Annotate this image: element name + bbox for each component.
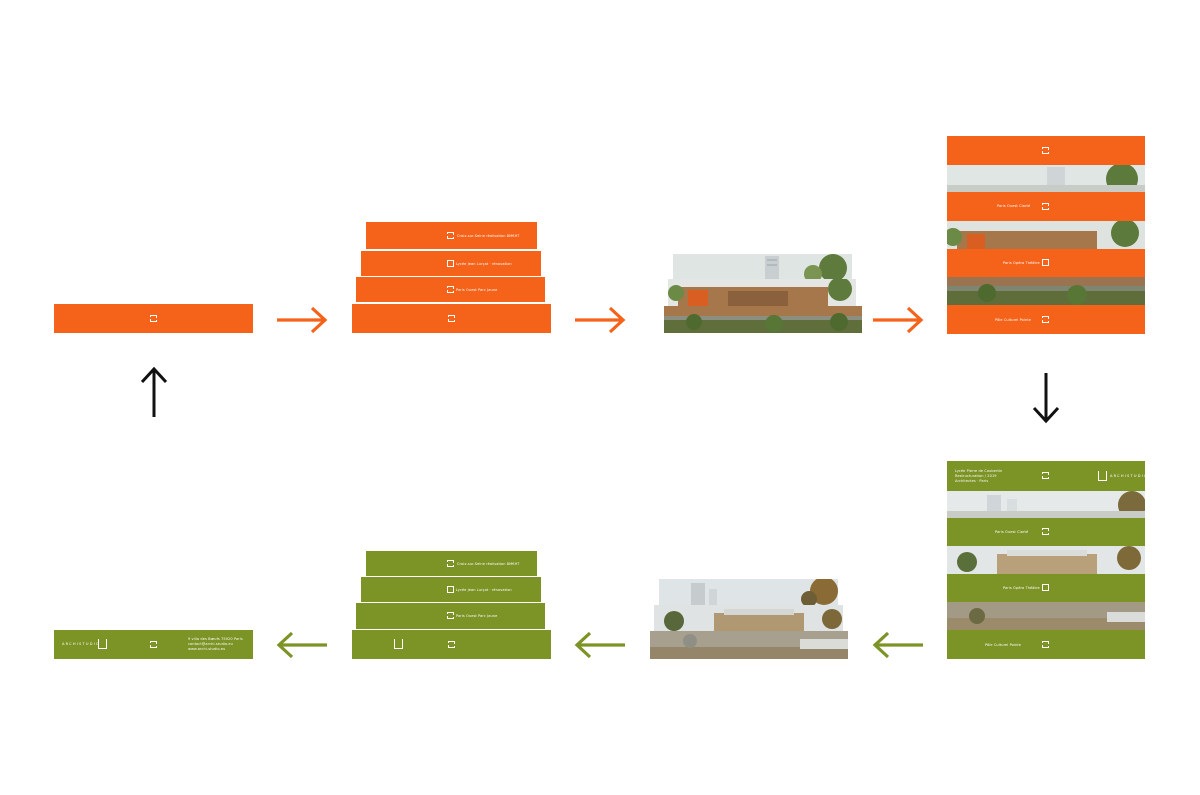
strip-caption: Paris Ouest Parc Jaune xyxy=(456,288,498,292)
studio-logo-icon xyxy=(1041,147,1050,154)
strip-caption: Paris Opéra Théâtre xyxy=(1003,586,1040,590)
photo-strip-2 xyxy=(668,279,856,306)
stage-1-orange-strip xyxy=(54,304,253,333)
studio-logo-icon xyxy=(1042,259,1049,266)
address-line: contact@archi-studio.eu xyxy=(188,642,233,646)
arrow-right-icon xyxy=(873,306,924,334)
strip-caption: Lycée Jean Lurçat · rénovation xyxy=(456,262,512,266)
info-line: Restructuration / 2019 xyxy=(955,474,997,478)
studio-logo-icon xyxy=(1041,316,1050,323)
poster-photo-2 xyxy=(947,221,1145,249)
arrow-left-icon xyxy=(276,631,327,659)
studio-logo-icon xyxy=(446,232,455,239)
photo-strip-2 xyxy=(654,605,843,631)
address-line: 9 villa des Bœufs 75020 Paris xyxy=(188,637,243,641)
brand-name: ARCHISTUDIO xyxy=(1110,474,1149,478)
strip-caption: Pôle Culturel Pointe xyxy=(995,318,1032,322)
stack-strip-2: Lycée Jean Lurçat · rénovation xyxy=(361,577,541,602)
poster-photo-3 xyxy=(947,277,1145,305)
studio-logo-icon xyxy=(447,260,454,267)
strip-caption: Croix-sur-Seine réalisation 8M€HT xyxy=(457,234,520,238)
info-line: Lycée Pierre de Coubertin xyxy=(955,469,1003,473)
strip-caption: Paris Ouest Clarté xyxy=(997,204,1031,208)
stack-strip-1: Croix-sur-Seine réalisation 8M€HT xyxy=(366,551,537,576)
strip-caption: Pôle Culturel Pointe xyxy=(985,643,1022,647)
studio-logo-icon xyxy=(447,641,456,648)
poster-photo-1 xyxy=(947,165,1145,192)
stack-strip-4 xyxy=(352,630,551,659)
arrow-left-icon xyxy=(872,631,923,659)
strip-caption: Paris Opéra Théâtre xyxy=(1003,261,1040,265)
poster-strip-4: Pôle Culturel Pointe xyxy=(947,630,1145,659)
poster-strip-1 xyxy=(947,136,1145,165)
studio-logo-icon xyxy=(149,641,158,648)
poster-photo-1 xyxy=(947,491,1145,518)
poster-strip-3: Paris Opéra Théâtre xyxy=(947,574,1145,602)
stack-strip-4 xyxy=(352,304,551,333)
poster-strip-1: Lycée Pierre de Coubertin Restructuratio… xyxy=(947,461,1149,491)
poster-strip-2: Paris Ouest Clarté xyxy=(947,192,1145,221)
address-line: www.archi-studio.eu xyxy=(188,647,226,651)
poster-photo-3 xyxy=(947,602,1145,630)
studio-logo-icon xyxy=(149,315,158,322)
studio-logo-icon xyxy=(1041,472,1050,479)
poster-strip-4: Pôle Culturel Pointe xyxy=(947,305,1145,334)
studio-logo-icon xyxy=(1041,528,1050,535)
studio-logo-icon xyxy=(1041,641,1050,648)
photo-strip-3 xyxy=(664,306,862,333)
photo-strip-1 xyxy=(659,579,838,605)
arrow-up-icon xyxy=(140,366,168,417)
stage-8-green-strip: ARCHISTUDIO 9 villa des Bœufs 75020 Pari… xyxy=(54,630,253,659)
arrow-right-icon xyxy=(575,306,626,334)
studio-logo-icon xyxy=(447,315,456,322)
strip-caption: Lycée Jean Lurçat · rénovation xyxy=(456,588,512,592)
stack-strip-3: Paris Ouest Parc Jaune xyxy=(356,603,545,629)
studio-logo-icon xyxy=(98,639,107,649)
arrow-left-icon xyxy=(574,631,625,659)
studio-logo-icon xyxy=(1041,203,1050,210)
stack-strip-3: Paris Ouest Parc Jaune xyxy=(356,277,545,302)
poster-photo-2 xyxy=(947,546,1145,574)
info-line: Architectes · Paris xyxy=(955,479,989,483)
poster-strip-2: Paris Ouest Clarté xyxy=(947,518,1145,546)
poster-strip-3: Paris Opéra Théâtre xyxy=(947,249,1145,277)
studio-logo-icon xyxy=(1098,471,1107,481)
strip-caption: Croix-sur-Seine réalisation 8M€HT xyxy=(457,562,520,566)
stack-strip-2: Lycée Jean Lurçat · rénovation xyxy=(361,251,541,276)
brand-name: ARCHISTUDIO xyxy=(62,642,101,646)
photo-strip-3 xyxy=(650,631,848,659)
photo-strip-1 xyxy=(673,254,852,280)
strip-caption: Paris Ouest Clarté xyxy=(995,530,1029,534)
studio-logo-icon xyxy=(446,286,455,293)
studio-logo-icon xyxy=(447,586,454,593)
studio-logo-icon xyxy=(394,639,403,649)
strip-caption: Paris Ouest Parc Jaune xyxy=(456,614,498,618)
studio-logo-icon xyxy=(446,560,455,567)
arrow-right-icon xyxy=(277,306,328,334)
arrow-down-icon xyxy=(1032,373,1060,424)
stack-strip-1: Croix-sur-Seine réalisation 8M€HT xyxy=(366,222,537,249)
studio-logo-icon xyxy=(446,612,455,619)
studio-logo-icon xyxy=(1042,584,1049,591)
